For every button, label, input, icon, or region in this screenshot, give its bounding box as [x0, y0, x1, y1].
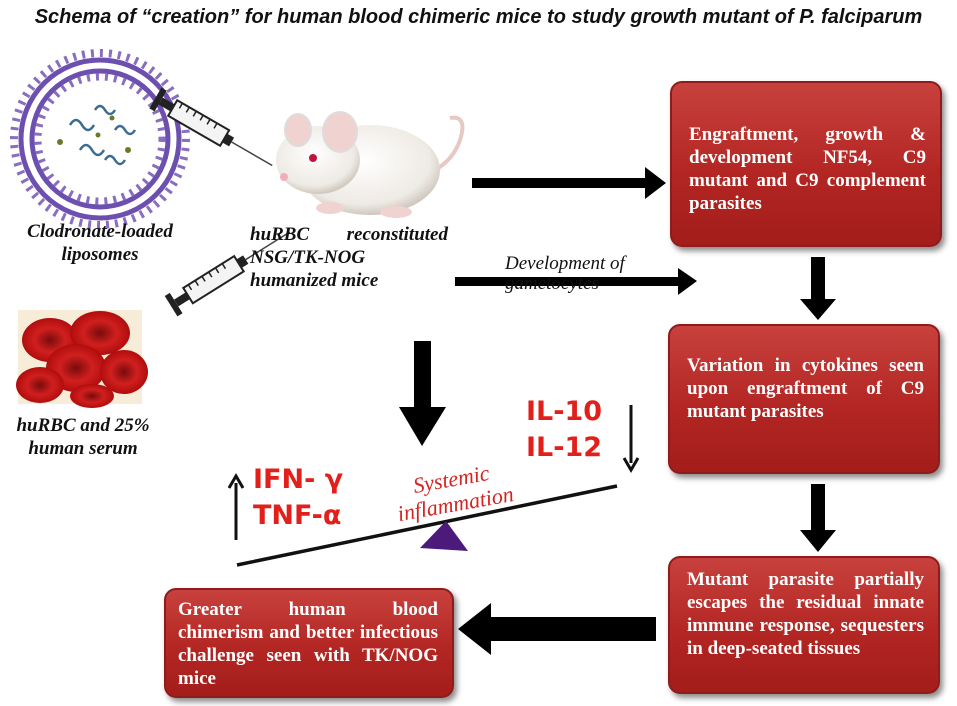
- arrow-down-2: [800, 484, 836, 552]
- seesaw-beam: [236, 484, 618, 567]
- escape-text: Mutant parasite partially escapes the re…: [687, 569, 924, 659]
- page-title: Schema of “creation” for human blood chi…: [34, 6, 923, 28]
- chimerism-box: Greater human blood chimerism and better…: [164, 588, 454, 698]
- gametocytes-label: Development of gametocytes: [505, 253, 625, 294]
- arrow-to-engraftment: [472, 167, 666, 199]
- arrow-to-chimerism: [458, 603, 656, 655]
- engraftment-box: Engraftment, growth & development NF54, …: [670, 81, 942, 247]
- cytokine-variation-text: Variation in cytokines seen upon engraft…: [687, 355, 924, 422]
- liposomes-label: Clodronate-loaded liposomes: [27, 221, 173, 265]
- triangle-fulcrum-icon: [420, 521, 468, 551]
- arrow-down-icon: [622, 405, 640, 473]
- cytokine-variation-box: Variation in cytokines seen upon engraft…: [668, 324, 940, 474]
- arrow-gametocytes: [455, 268, 697, 295]
- chimerism-text: Greater human blood chimerism and better…: [178, 599, 438, 689]
- syringe-icon: [164, 231, 291, 317]
- cytokines-up: IFN- γ TNF-α: [253, 462, 343, 534]
- cytokine-tnf-alpha: TNF-α: [253, 500, 342, 531]
- syringe-icon: [149, 87, 273, 167]
- serum-label: huRBC and 25% human serum: [16, 415, 150, 459]
- cytokine-il-12: IL-12: [526, 432, 603, 463]
- escape-box: Mutant parasite partially escapes the re…: [668, 556, 940, 694]
- mouse-icon: [276, 111, 465, 218]
- arrow-up-icon: [227, 473, 245, 540]
- cytokine-il-10: IL-10: [526, 396, 603, 427]
- cytokine-ifn-gamma: IFN- γ: [253, 464, 344, 495]
- liposome-icon: [10, 49, 190, 229]
- arrow-to-inflammation: [399, 341, 446, 446]
- arrow-down-1: [800, 257, 836, 320]
- red-blood-cells-icon: [16, 310, 148, 408]
- mice-label: huRBC reconstituted NSG/TK-NOG humanized…: [250, 224, 448, 291]
- engraftment-text: Engraftment, growth & development NF54, …: [689, 124, 926, 214]
- cytokines-down: IL-10 IL-12: [526, 394, 602, 466]
